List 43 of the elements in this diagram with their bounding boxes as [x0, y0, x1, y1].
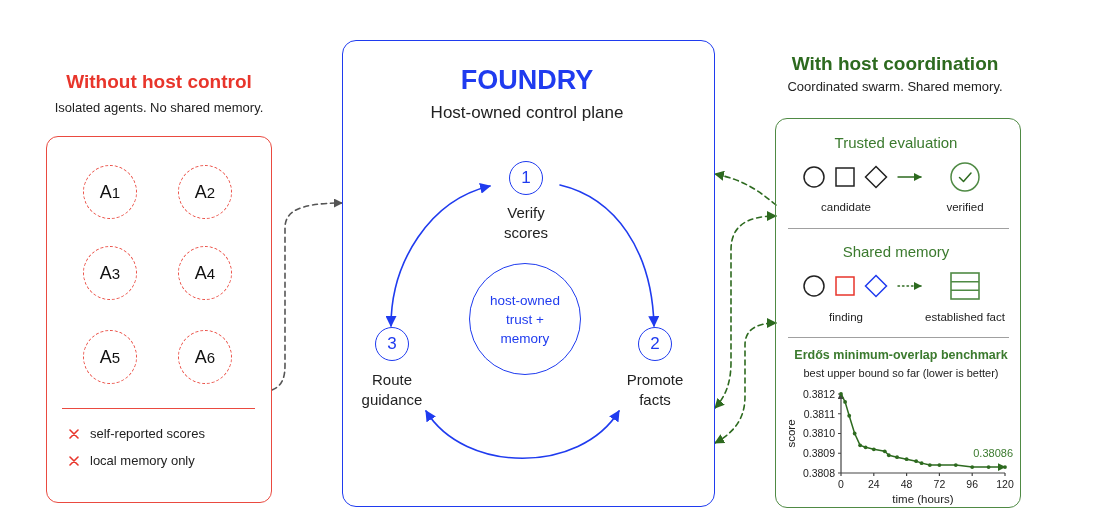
- panel-heading: With host coordination: [791, 53, 999, 75]
- tick-label: 120: [996, 478, 1014, 490]
- tick-label: 96: [966, 478, 979, 490]
- axis-title: time (hours): [892, 493, 954, 505]
- chart-subtitle: best upper bound so far (lower is better): [803, 367, 999, 380]
- step-label: Verify scores: [503, 203, 549, 243]
- axis-title: score: [785, 419, 797, 448]
- panel-subheading: Coordinated swarm. Shared memory.: [787, 79, 1003, 94]
- chart-title: Erdős minimum-overlap benchmark: [794, 347, 1008, 363]
- section-title: Shared memory: [842, 243, 950, 261]
- tick-label: 0.3809: [802, 447, 835, 460]
- dashed-arrow: [714, 211, 777, 409]
- dotted-arrow: [897, 282, 922, 290]
- panel-heading: Without host control: [66, 71, 252, 93]
- tick-label: 0.3808: [802, 466, 835, 479]
- panel-frame: [342, 40, 715, 507]
- icon-caption: established fact: [925, 310, 1005, 324]
- arrow: [897, 173, 922, 181]
- tick-label: 0: [838, 478, 844, 490]
- dashed-arrow: [714, 318, 777, 444]
- tick-label: 24: [867, 478, 880, 490]
- cycle-arrow: [425, 410, 620, 460]
- dashed-arrow: [714, 171, 777, 206]
- list-item-text: local memory only: [90, 453, 195, 469]
- icon-caption: finding: [829, 310, 863, 324]
- tick-label: 0.3811: [803, 407, 835, 420]
- panel-title: FOUNDRY: [460, 64, 594, 96]
- section-title: Trusted evaluation: [834, 134, 958, 152]
- dashed-arrow: [271, 198, 343, 391]
- tick-label: 72: [933, 478, 946, 490]
- panel-subheading: Isolated agents. No shared memory.: [54, 100, 264, 116]
- tick-label: 0.3810: [802, 427, 835, 440]
- step-label: Route guidance: [361, 370, 423, 410]
- icon-caption: candidate: [821, 200, 871, 214]
- tick-label: 0.3812: [802, 387, 835, 400]
- panel-subtitle: Host-owned control plane: [430, 102, 624, 123]
- cycle-arrow: [386, 183, 492, 328]
- value-label: 0.38086: [973, 447, 1013, 460]
- tick-label: 48: [900, 478, 913, 490]
- step-label: Promote facts: [626, 370, 684, 410]
- cycle-arrow: [559, 184, 659, 328]
- icon-caption: verified: [946, 200, 984, 214]
- list-item-text: self-reported scores: [90, 426, 205, 442]
